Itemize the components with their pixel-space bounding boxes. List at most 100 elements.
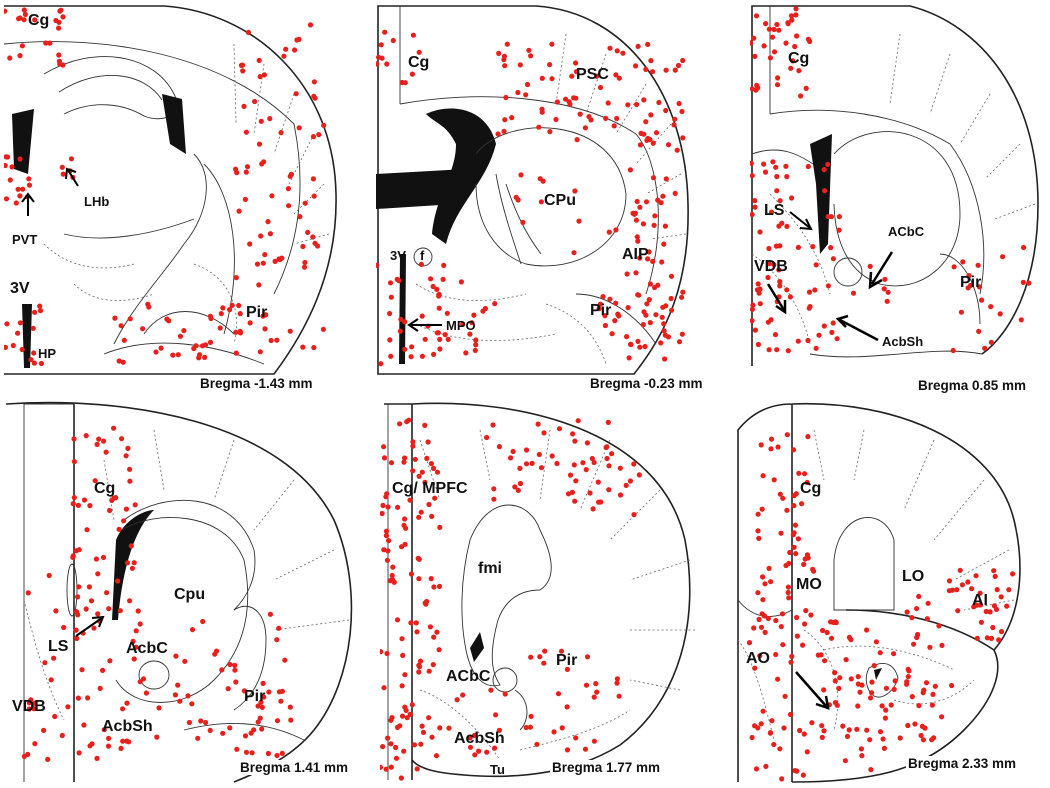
labelled-cell-dot xyxy=(106,735,112,741)
labelled-cell-dot xyxy=(784,432,790,438)
labelled-cell-dot xyxy=(60,171,66,177)
labelled-cell-dot xyxy=(425,439,431,445)
labelled-cell-dot xyxy=(750,40,753,46)
labelled-cell-dot xyxy=(502,691,508,697)
labelled-cell-dot xyxy=(659,314,665,320)
dots-4 xyxy=(21,425,294,762)
labelled-cell-dot xyxy=(904,609,910,615)
labelled-cell-dot xyxy=(805,434,811,440)
label-cg: Cg xyxy=(800,480,822,497)
labelled-cell-dot xyxy=(232,662,238,668)
labelled-cell-dot xyxy=(502,117,508,123)
labelled-cell-dot xyxy=(254,261,261,267)
labelled-cell-dot xyxy=(279,688,285,694)
labelled-cell-dot xyxy=(305,229,311,235)
labelled-cell-dot xyxy=(234,746,240,752)
labelled-cell-dot xyxy=(750,160,754,166)
labelled-cell-dot xyxy=(789,195,795,201)
labelled-cell-dot xyxy=(946,588,952,594)
labelled-cell-dot xyxy=(441,262,447,268)
panel-bregma-2-33: Cg LO MO AI AO Bregma 2.33 mm xyxy=(734,400,1048,786)
labelled-cell-dot xyxy=(647,281,653,287)
labelled-cell-dot xyxy=(850,290,857,296)
labelled-cell-dot xyxy=(422,422,428,428)
labelled-cell-dot xyxy=(803,608,809,614)
labelled-cell-dot xyxy=(471,732,478,738)
labelled-cell-dot xyxy=(663,176,669,182)
labelled-cell-dot xyxy=(278,130,284,136)
labelled-cell-dot xyxy=(572,498,578,504)
labelled-cell-dot xyxy=(133,644,139,650)
labelled-cell-dot xyxy=(597,301,603,307)
labelled-cell-dot xyxy=(131,560,137,566)
labelled-cell-dot xyxy=(651,222,657,228)
labelled-cell-dot xyxy=(15,186,21,192)
labelled-cell-dot xyxy=(583,467,589,473)
labelled-cell-dot xyxy=(897,735,903,741)
labelled-cell-dot xyxy=(387,310,393,317)
labelled-cell-dot xyxy=(930,691,936,697)
labelled-cell-dot xyxy=(177,698,183,704)
labelled-cell-dot xyxy=(636,292,642,298)
labelled-cell-dot xyxy=(404,715,410,721)
labelled-cell-dot xyxy=(21,7,27,13)
labelled-cell-dot xyxy=(760,597,766,603)
labelled-cell-dot xyxy=(177,333,184,339)
labelled-cell-dot xyxy=(242,196,248,202)
labelled-cell-dot xyxy=(595,479,601,485)
label-vdb: VDB xyxy=(12,698,46,715)
labelled-cell-dot xyxy=(407,497,413,503)
labelled-cell-dot xyxy=(127,478,133,484)
labelled-cell-dot xyxy=(606,487,612,493)
labelled-cell-dot xyxy=(805,163,811,170)
labelled-cell-dot xyxy=(821,687,827,693)
labelled-cell-dot xyxy=(9,164,15,170)
labelled-cell-dot xyxy=(536,451,542,458)
labelled-cell-dot xyxy=(256,141,263,147)
labelled-cell-dot xyxy=(95,571,101,577)
labelled-cell-dot xyxy=(765,274,771,281)
panel-bregma-1-41: Cg Cpu LS AcbC VDB Pir AcbSh Bregma 1.41… xyxy=(4,400,370,786)
labelled-cell-dot xyxy=(909,615,915,621)
labelled-cell-dot xyxy=(266,689,272,695)
labelled-cell-dot xyxy=(86,584,92,590)
labelled-cell-dot xyxy=(272,258,278,264)
label-fmi: fmi xyxy=(478,560,502,577)
labelled-cell-dot xyxy=(637,142,643,148)
labelled-cell-dot xyxy=(766,26,772,32)
labelled-cell-dot xyxy=(778,624,784,630)
labelled-cell-dot xyxy=(772,332,779,338)
labelled-cell-dot xyxy=(403,525,409,531)
labelled-cell-dot xyxy=(127,598,133,604)
labelled-cell-dot xyxy=(652,213,658,219)
labelled-cell-dot xyxy=(589,455,595,462)
labelled-cell-dot xyxy=(606,463,612,469)
labelled-cell-dot xyxy=(751,35,757,41)
labelled-cell-dot xyxy=(752,723,758,729)
labelled-cell-dot xyxy=(427,624,433,630)
labelled-cell-dot xyxy=(480,308,486,314)
labelled-cell-dot xyxy=(594,73,600,79)
labelled-cell-dot xyxy=(232,667,238,673)
labelled-cell-dot xyxy=(774,299,780,305)
labelled-cell-dot xyxy=(871,663,877,669)
labelled-cell-dot xyxy=(794,614,800,621)
labelled-cell-dot xyxy=(258,233,264,239)
labelled-cell-dot xyxy=(388,353,394,359)
labelled-cell-dot xyxy=(510,448,516,455)
labelled-cell-dot xyxy=(383,528,390,534)
labelled-cell-dot xyxy=(517,480,524,487)
labelled-cell-dot xyxy=(924,616,930,622)
labelled-cell-dot xyxy=(388,741,394,747)
labelled-cell-dot xyxy=(320,326,326,332)
labelled-cell-dot xyxy=(436,583,443,589)
labelled-cell-dot xyxy=(307,22,314,28)
labelled-cell-dot xyxy=(605,419,611,425)
labelled-cell-dot xyxy=(869,690,875,696)
labelled-cell-dot xyxy=(843,657,849,663)
labelled-cell-dot xyxy=(195,735,201,741)
labelled-cell-dot xyxy=(57,8,63,14)
labelled-cell-dot xyxy=(267,116,273,122)
panel-bregma-1-77: Cg/ MPFC fmi ACbC Pir AcbSh Tu Bregma 1.… xyxy=(380,400,714,786)
labelled-cell-dot xyxy=(790,532,796,538)
